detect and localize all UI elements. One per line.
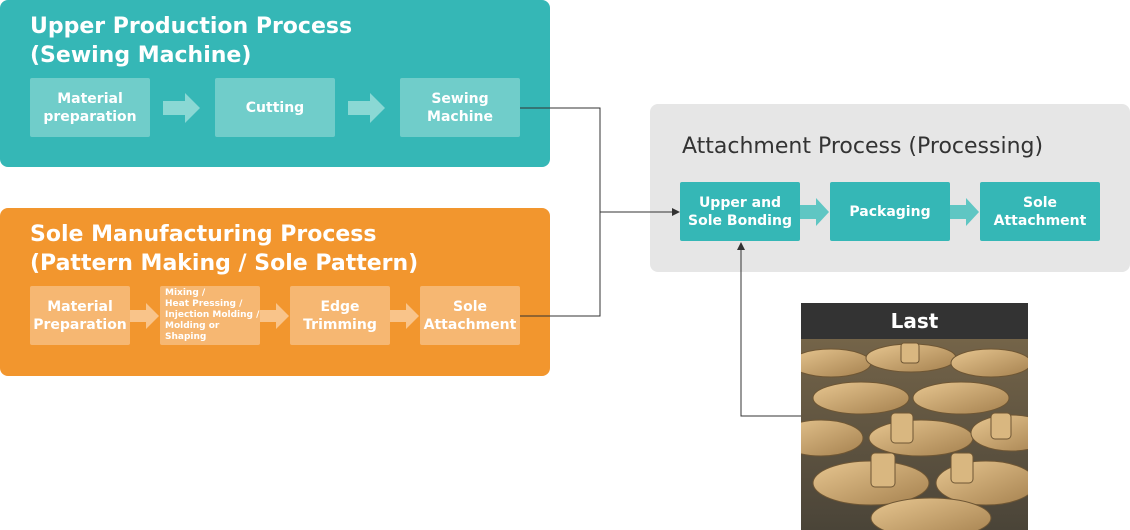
attachment-step-packaging: Packaging [830, 182, 950, 241]
arrow-right-icon [390, 303, 419, 329]
upper-step-cutting: Cutting [215, 78, 335, 137]
sole-step-mixing-molding: Mixing / Heat Pressing / Injection Moldi… [160, 286, 260, 345]
last-photo: Last [801, 303, 1028, 530]
sole-manufacturing-title: Sole Manufacturing Process (Pattern Maki… [30, 222, 419, 276]
arrow-right-icon [260, 303, 289, 329]
attachment-process-title: Attachment Process (Processing) [682, 134, 1044, 159]
arrow-right-icon [130, 303, 159, 329]
upper-step-sewing-machine: Sewing Machine [400, 78, 520, 137]
arrow-right-icon [163, 93, 200, 123]
last-label: Last [801, 303, 1028, 339]
sole-step-sole-attachment: Sole Attachment [420, 286, 520, 345]
sole-step-edge-trimming: Edge Trimming [290, 286, 390, 345]
attachment-step-upper-sole-bonding: Upper and Sole Bonding [680, 182, 800, 241]
sole-manufacturing-panel: Sole Manufacturing Process (Pattern Maki… [0, 208, 550, 376]
arrow-right-icon [800, 198, 829, 226]
upper-production-title: Upper Production Process (Sewing Machine… [30, 14, 353, 68]
shoe-lasts-image [801, 303, 1028, 530]
arrow-right-icon [348, 93, 385, 123]
upper-production-panel: Upper Production Process (Sewing Machine… [0, 0, 550, 167]
attachment-process-panel: Attachment Process (Processing) Upper an… [650, 104, 1130, 272]
connector-upper-to-attachment [520, 107, 601, 317]
upper-step-material-preparation: Material preparation [30, 78, 150, 137]
connector-last-to-bonding [737, 242, 801, 417]
arrow-right-icon [950, 198, 979, 226]
sole-step-material-preparation: Material Preparation [30, 286, 130, 345]
attachment-step-sole-attachment: Sole Attachment [980, 182, 1100, 241]
